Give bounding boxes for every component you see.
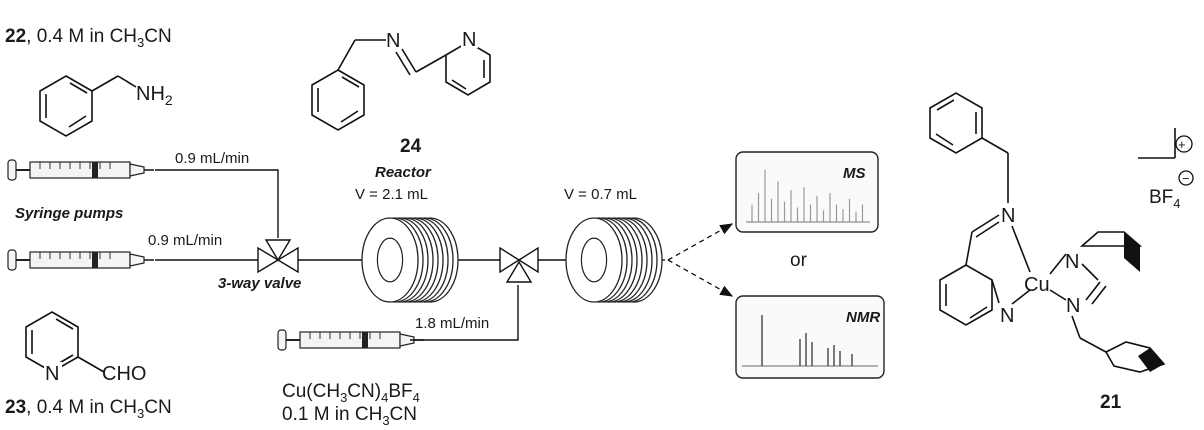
- ms-label: MS: [843, 165, 866, 182]
- flow-rate-top: 0.9 mL/min: [175, 150, 249, 167]
- reactor-volume: V = 2.1 mL: [355, 186, 428, 203]
- anion-sign: −: [1182, 171, 1190, 186]
- counterion-label: BF4: [1149, 187, 1181, 211]
- copper-reagent-line1: Cu(CH3CN)4BF4: [282, 381, 420, 405]
- reactor-label: Reactor: [375, 164, 432, 181]
- benzylamine-structure: NH2: [39, 75, 173, 137]
- nh2-label: NH2: [136, 83, 173, 108]
- pyridine-n-label: N: [462, 29, 476, 51]
- coil2-volume: V = 0.7 mL: [564, 186, 637, 203]
- complex-n2-label: N: [1000, 305, 1014, 327]
- flow-rate-bottom: 0.9 mL/min: [148, 232, 222, 249]
- ms-spectrum-panel: MS: [735, 151, 879, 233]
- complex-n4-label: N: [1066, 295, 1080, 317]
- complex-n1-label: N: [1001, 205, 1015, 227]
- copper-atom-label: Cu: [1024, 274, 1050, 296]
- three-way-valve: [257, 239, 299, 274]
- cation-sign: +: [1178, 137, 1186, 152]
- amine-caption: 22, 0.4 M in CH3CN: [5, 26, 172, 50]
- cho-label: CHO: [102, 363, 146, 385]
- aldehyde-structure: N CHO: [25, 311, 146, 385]
- arrow-to-ms: [667, 223, 734, 261]
- nmr-label: NMR: [846, 309, 880, 326]
- complex-n3-label: N: [1065, 251, 1079, 273]
- complex-number: 21: [1100, 392, 1122, 413]
- second-coil: [565, 217, 663, 303]
- flow-rate-copper: 1.8 mL/min: [415, 315, 489, 332]
- tube-copper: [410, 285, 519, 341]
- arrow-to-nmr: [667, 259, 734, 297]
- tube-amine: [155, 169, 279, 238]
- syringe-aldehyde: [7, 249, 154, 271]
- nmr-spectrum-panel: NMR: [735, 295, 885, 379]
- imine-n-label: N: [386, 30, 400, 52]
- syringe-amine: [7, 159, 154, 181]
- imine-structure: N N 24: [311, 28, 491, 157]
- imine-number: 24: [400, 136, 422, 157]
- copper-complex-structure: N N Cu N N 21 + BF4: [929, 92, 1194, 413]
- aldehyde-n-label: N: [45, 363, 59, 385]
- copper-reagent-line2: 0.1 M in CH3CN: [282, 404, 417, 428]
- syringe-pumps-label: Syringe pumps: [15, 205, 123, 222]
- three-way-valve-label: 3-way valve: [218, 275, 301, 292]
- three-way-valve-2: [499, 246, 539, 283]
- reactor-coil: [361, 217, 459, 303]
- aldehyde-caption: 23, 0.4 M in CH3CN: [5, 397, 172, 421]
- or-label: or: [790, 250, 808, 271]
- syringe-copper: [277, 329, 424, 351]
